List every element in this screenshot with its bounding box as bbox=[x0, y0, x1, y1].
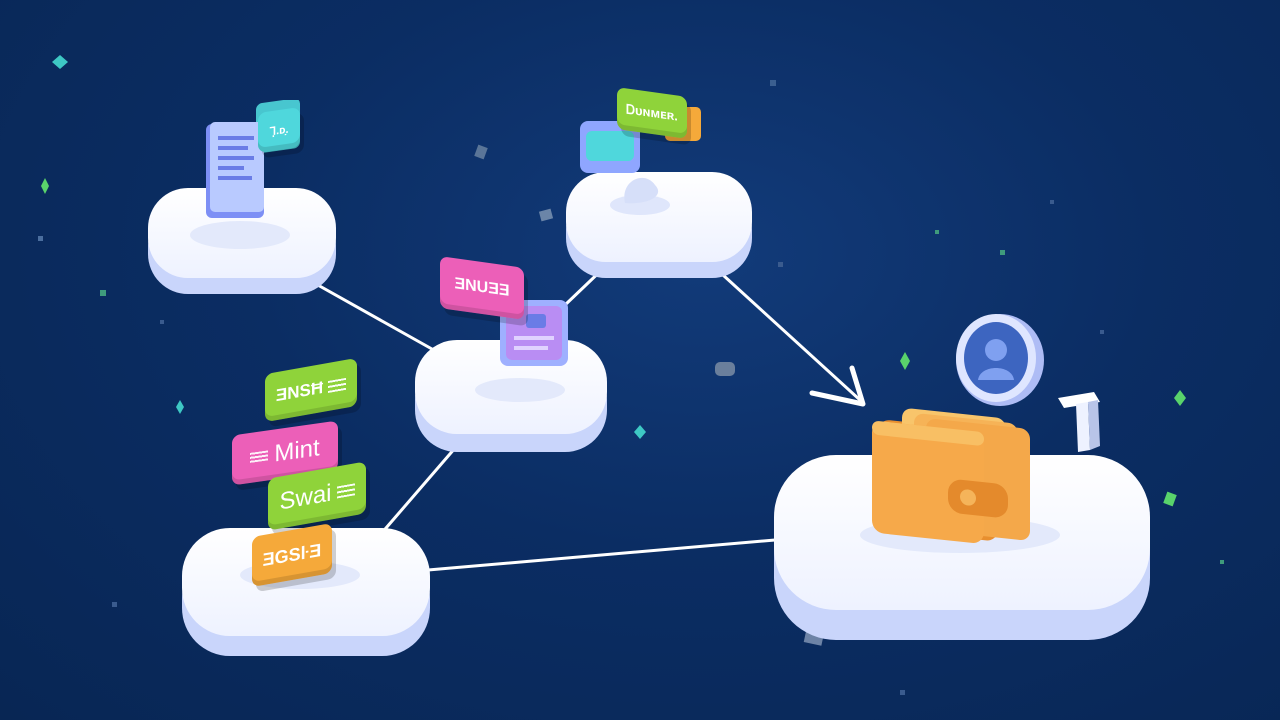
connector-center-to-tags bbox=[378, 438, 464, 537]
doc-side-label: ᒣ̣.ᴅ̣. bbox=[258, 107, 300, 153]
wallet-icon bbox=[872, 408, 1030, 543]
dashboard-card-icon bbox=[500, 300, 568, 366]
connector-chat-to-wallet bbox=[710, 263, 862, 402]
chat-bubbles-icon bbox=[580, 107, 701, 215]
tag-swap-text: Swai bbox=[279, 479, 332, 516]
user-avatar-icon bbox=[956, 314, 1044, 406]
platform-document bbox=[148, 188, 336, 294]
tag-upper-green-text: ƎNSĦ bbox=[275, 377, 324, 406]
t-block-icon bbox=[1058, 392, 1100, 452]
connector-doc-to-center bbox=[298, 273, 450, 360]
center-pink-label-text: ƎNUƎƎ bbox=[454, 275, 510, 300]
tag-mint-text: Mint bbox=[274, 434, 320, 468]
tag-bottom-orange-text: ƎGSŀƎ bbox=[262, 539, 322, 570]
connector-tags-to-wallet bbox=[426, 538, 777, 572]
chat-green-label-text: Ꭰᴜɴᴍᴇʀ. bbox=[626, 101, 678, 124]
doc-side-label-text: ᒣ̣.ᴅ̣. bbox=[269, 123, 289, 138]
platform-chat bbox=[566, 172, 752, 278]
arrow-head-icon bbox=[809, 365, 866, 407]
confetti-particle bbox=[38, 55, 1224, 695]
